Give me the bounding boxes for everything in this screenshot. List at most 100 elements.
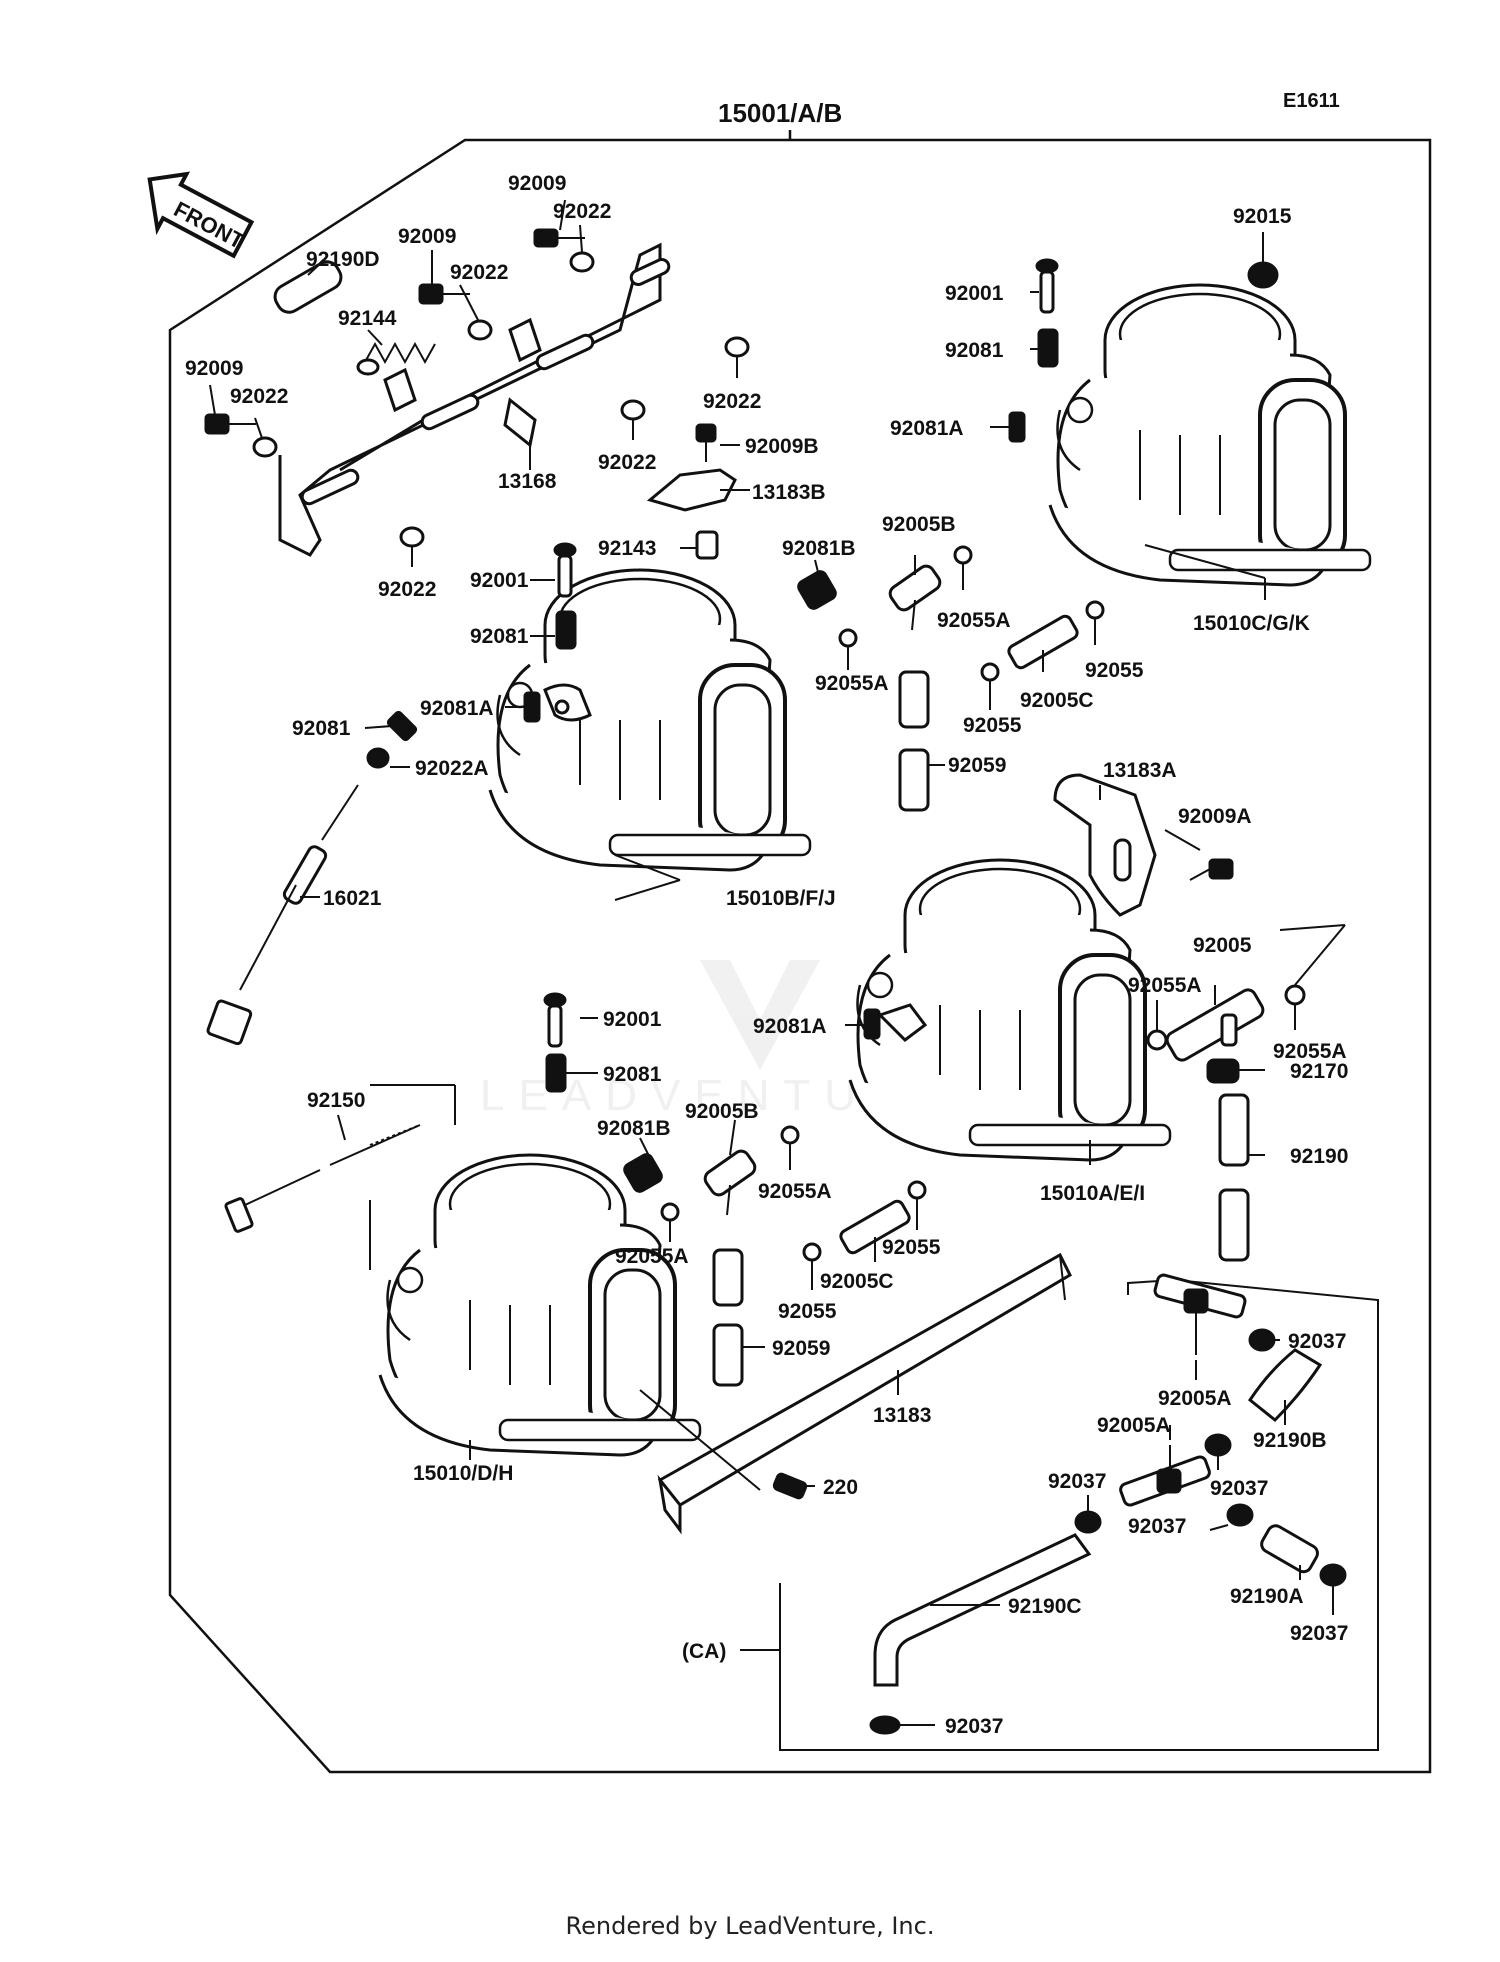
oring-92055a-b: [838, 628, 858, 648]
sleeve-92190d: [273, 260, 343, 314]
clamp-92037-a: [1248, 1328, 1276, 1352]
callout-92055a: 92055A: [1128, 974, 1202, 997]
callout-92037: 92037: [1288, 1330, 1346, 1353]
carburetor-15010-d-h: [378, 1153, 702, 1457]
callout-92022: 92022: [703, 390, 761, 413]
hose-92190a: [1260, 1524, 1319, 1574]
callout-92190a: 92190A: [1230, 1585, 1304, 1608]
bracket-13183b: [646, 468, 737, 512]
hose-92190-b: [1218, 1188, 1250, 1262]
bracket-bar-13183: [657, 1252, 1072, 1535]
fitting-92005c-b: [839, 1199, 911, 1255]
callout-92081: 92081: [603, 1063, 662, 1086]
tee-fitting-92005a-a: [1153, 1273, 1247, 1355]
screw-92009b: [695, 423, 717, 462]
callout-ca: (CA): [682, 1640, 726, 1663]
washer-92022-c: [252, 436, 278, 458]
washer-92022-d: [724, 336, 750, 358]
front-arrow-icon: FRONT: [147, 171, 255, 259]
callout-15010-d-h: 15010/D/H: [413, 1462, 513, 1485]
tube-92059-d: [712, 1323, 744, 1387]
bracket-13183a: [1053, 773, 1157, 917]
callout-92022: 92022: [378, 578, 436, 601]
clamp-92037-f: [869, 1715, 901, 1735]
spring-92081b-a: [797, 570, 837, 610]
callout-92005a: 92005A: [1158, 1387, 1232, 1410]
callout-92005c: 92005C: [820, 1270, 894, 1293]
callout-92055: 92055: [882, 1236, 941, 1259]
oring-92055-d: [802, 1242, 822, 1262]
washer-92022-a: [569, 251, 595, 273]
callout-13183a: 13183A: [1103, 759, 1177, 782]
bolt-220: [772, 1472, 808, 1500]
callout-92081a: 92081A: [890, 417, 964, 440]
callout-92005a: 92005A: [1097, 1414, 1171, 1437]
callout-92055: 92055: [963, 714, 1022, 737]
callout-92144: 92144: [338, 307, 397, 330]
oring-92055a-f: [660, 1202, 680, 1222]
callout-92081a: 92081A: [420, 697, 494, 720]
spring-92081a-b: [1008, 411, 1026, 443]
spring-92081b-b: [623, 1153, 663, 1193]
callout-92009a: 92009A: [1178, 805, 1252, 828]
callout-92015: 92015: [1233, 205, 1292, 228]
callout-92001: 92001: [603, 1008, 662, 1031]
callout-92009: 92009: [398, 225, 456, 248]
spring-92081-a: [555, 610, 577, 650]
callout-92005b: 92005B: [882, 513, 956, 536]
callout-92005: 92005: [1193, 934, 1252, 957]
callout-92190c: 92190C: [1008, 1595, 1082, 1618]
clamp-92037-d: [1226, 1503, 1254, 1527]
callout-92190b: 92190B: [1253, 1429, 1327, 1452]
callout-92059: 92059: [948, 754, 1006, 777]
callout-92081b: 92081B: [782, 537, 856, 560]
callout-92055a: 92055A: [758, 1180, 832, 1203]
callout-16021: 16021: [323, 887, 382, 910]
callout-92081b: 92081B: [597, 1117, 671, 1140]
callout-92055a: 92055A: [815, 672, 889, 695]
callout-92022: 92022: [598, 451, 656, 474]
ca-subassembly-outline: [779, 1278, 1379, 1751]
callout-92190d: 92190D: [306, 248, 380, 271]
callout-92001: 92001: [945, 282, 1004, 305]
callout-92009b: 92009B: [745, 435, 819, 458]
screw-92009-a: [533, 228, 585, 248]
clamp-92037-b: [1204, 1433, 1232, 1457]
screw-92009a: [1189, 858, 1234, 881]
callout-15010b-f-j: 15010B/F/J: [726, 887, 836, 910]
clip-13168: [503, 397, 537, 448]
callout-92055: 92055: [778, 1300, 837, 1323]
bracket-92081a-a: [543, 683, 592, 722]
spring-92081-d: [545, 1053, 567, 1093]
callout-92005b: 92005B: [685, 1100, 759, 1123]
washer-92022-b: [467, 319, 493, 341]
oring-92055a-e: [780, 1125, 800, 1145]
washer-92022a: [366, 747, 390, 769]
spring-92081-c: [1037, 328, 1059, 368]
callout-92037: 92037: [945, 1715, 1003, 1738]
callout-92190: 92190: [1290, 1145, 1348, 1168]
callout-92055: 92055: [1085, 659, 1144, 682]
callout-220: 220: [823, 1476, 858, 1499]
spring-92144: [356, 341, 436, 376]
callout-13168: 13168: [498, 470, 557, 493]
callout-92009: 92009: [508, 172, 566, 195]
bolt-92150: [224, 1124, 421, 1233]
fitting-92005b-b: [703, 1149, 757, 1216]
top-bracket-bar: [278, 242, 671, 557]
callout-15010c-g-k: 15010C/G/K: [1193, 612, 1310, 635]
fitting-92005c-a: [1007, 614, 1079, 670]
callout-92022a: 92022A: [415, 757, 489, 780]
callout-13183b: 13183B: [752, 481, 826, 504]
oring-92055-b: [980, 662, 1000, 682]
oring-92055a-d: [1146, 1029, 1168, 1051]
washer-92022-f: [399, 526, 425, 548]
tube-92059-a: [898, 670, 930, 729]
oring-92055a-a: [953, 545, 973, 565]
screw-92001-b: [1035, 258, 1059, 314]
callouts: 92009 92022 92009 92190D 92022 92144 920…: [185, 172, 1348, 1738]
callout-92081: 92081: [945, 339, 1004, 362]
callout-92081a: 92081A: [753, 1015, 827, 1038]
clamp-92170: [1206, 1058, 1240, 1084]
